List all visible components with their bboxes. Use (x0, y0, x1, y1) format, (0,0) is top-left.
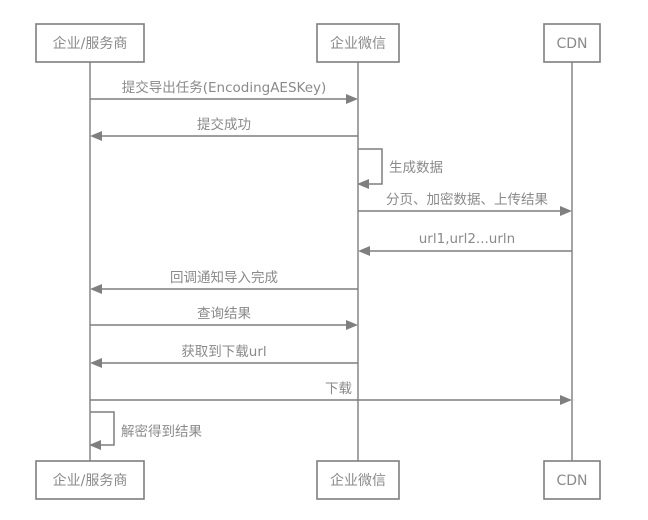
participant-header-cdn[interactable]: CDN (543, 23, 601, 63)
message-7-label: 查询结果 (197, 306, 251, 322)
message-10-label: 解密得到结果 (121, 423, 202, 440)
message-6-label: 回调通知导入完成 (170, 269, 278, 286)
participant-box-wecom[interactable] (316, 23, 400, 63)
message-10-arrowhead (89, 440, 101, 450)
message-1[interactable]: 提交导出任务(EncodingAESKey) (90, 79, 358, 104)
lifelines (89, 62, 573, 461)
message-1-label: 提交导出任务(EncodingAESKey) (122, 79, 327, 96)
message-6[interactable]: 回调通知导入完成 (90, 269, 358, 294)
message-2[interactable]: 提交成功 (90, 116, 358, 141)
participant-box-cdn-bottom[interactable] (543, 460, 601, 500)
participant-label-wecom: 企业微信 (330, 35, 386, 52)
message-10-self-loop[interactable]: 解密得到结果 (89, 411, 202, 450)
message-9[interactable]: 下载 (90, 381, 572, 405)
message-4-label: 分页、加密数据、上传结果 (386, 191, 548, 208)
participant-header-enterprise[interactable]: 企业/服务商 (35, 23, 145, 63)
message-9-label: 下载 (325, 381, 352, 397)
message-6-arrowhead (90, 284, 102, 294)
message-5-label: url1,url2...urln (419, 231, 515, 247)
participant-label-wecom-bottom: 企业微信 (330, 472, 386, 489)
participant-box-enterprise-bottom[interactable] (35, 460, 145, 500)
participant-label-enterprise: 企业/服务商 (53, 35, 128, 52)
message-7[interactable]: 查询结果 (90, 306, 358, 330)
message-9-arrowhead (560, 395, 572, 405)
message-8-arrowhead (90, 358, 102, 368)
message-2-label: 提交成功 (197, 116, 251, 133)
message-4[interactable]: 分页、加密数据、上传结果 (358, 191, 572, 216)
participant-footer-cdn[interactable]: CDN (543, 460, 601, 500)
message-5[interactable]: url1,url2...urln (358, 231, 572, 256)
message-8-label: 获取到下载url (181, 344, 266, 360)
participant-label-enterprise-bottom: 企业/服务商 (53, 472, 128, 489)
participant-footer-wecom[interactable]: 企业微信 (316, 460, 400, 500)
participant-label-cdn-bottom: CDN (556, 473, 587, 489)
participant-footer-enterprise[interactable]: 企业/服务商 (35, 460, 145, 500)
message-3-arrowhead (357, 179, 369, 189)
participant-label-cdn: CDN (556, 36, 587, 52)
participant-box-cdn[interactable] (543, 23, 601, 63)
participant-box-wecom-bottom[interactable] (316, 460, 400, 500)
message-10-loop-path (90, 411, 115, 446)
message-3-label: 生成数据 (389, 160, 443, 176)
message-7-arrowhead (346, 320, 358, 330)
participant-box-enterprise[interactable] (35, 23, 145, 63)
message-4-arrowhead (560, 206, 572, 216)
participant-header-wecom[interactable]: 企业微信 (316, 23, 400, 63)
message-8[interactable]: 获取到下载url (90, 344, 358, 368)
message-2-arrowhead (90, 131, 102, 141)
message-5-arrowhead (358, 246, 370, 256)
message-1-arrowhead (346, 94, 358, 104)
message-3-self-loop[interactable]: 生成数据 (357, 148, 443, 189)
message-3-loop-path (358, 148, 383, 185)
